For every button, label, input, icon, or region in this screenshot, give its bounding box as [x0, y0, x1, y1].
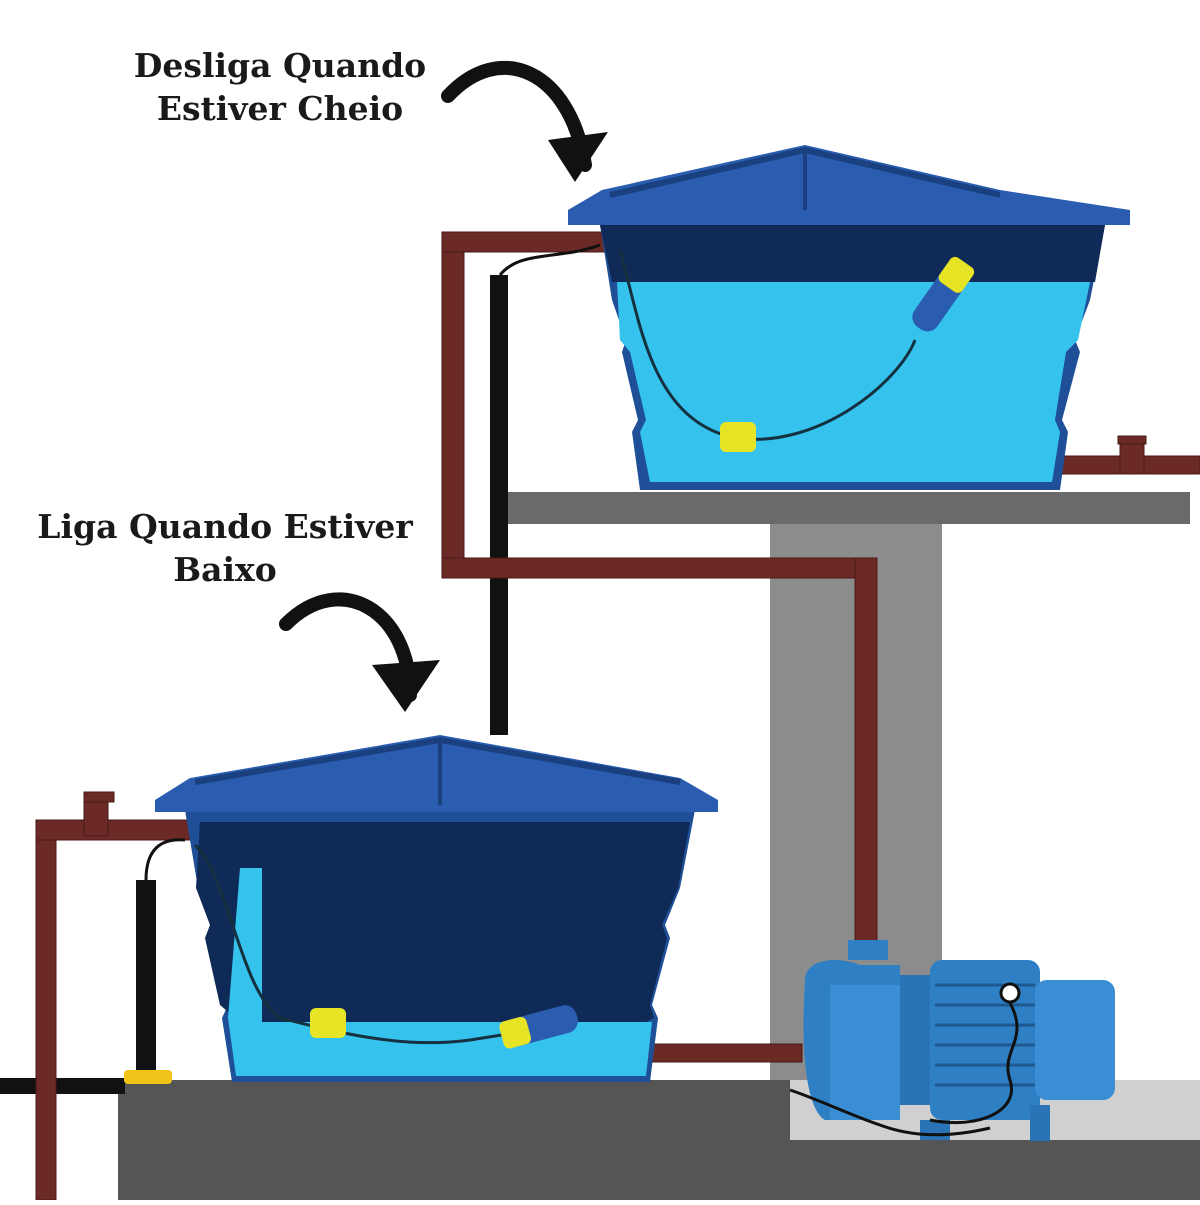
cable-conduit-upper: [490, 275, 508, 735]
arrow-head-lower: [372, 660, 440, 712]
upper-tank: [498, 145, 1130, 490]
upper-tank-label: Desliga Quando Estiver Cheio: [120, 45, 440, 131]
upper-tank-label-line1: Desliga Quando: [133, 46, 427, 85]
cable-conduit-lower: [136, 880, 156, 1075]
upper-tank-lid: [568, 145, 1130, 225]
arrow-head-upper: [548, 132, 608, 182]
junction-box: [124, 1070, 172, 1084]
upper-tank-label-line2: Estiver Cheio: [156, 88, 404, 128]
water-pump: [789, 940, 1115, 1141]
lower-counterweight: [310, 1008, 346, 1038]
upper-tank-water: [617, 282, 1090, 482]
lower-tank-label: Liga Quando Estiver Baixo: [25, 506, 425, 592]
lower-tank-label-line2: Baixo: [173, 549, 277, 589]
pump-power-socket: [999, 982, 1021, 1004]
lower-tank-lid: [155, 735, 718, 812]
upper-counterweight: [720, 422, 756, 452]
upper-platform: [508, 492, 1190, 524]
lower-tank: [144, 735, 718, 1082]
ground-cable: [0, 1078, 125, 1094]
lower-tank-label-line1: Liga Quando Estiver: [37, 507, 413, 546]
arrow-upper-tank: [441, 61, 592, 172]
